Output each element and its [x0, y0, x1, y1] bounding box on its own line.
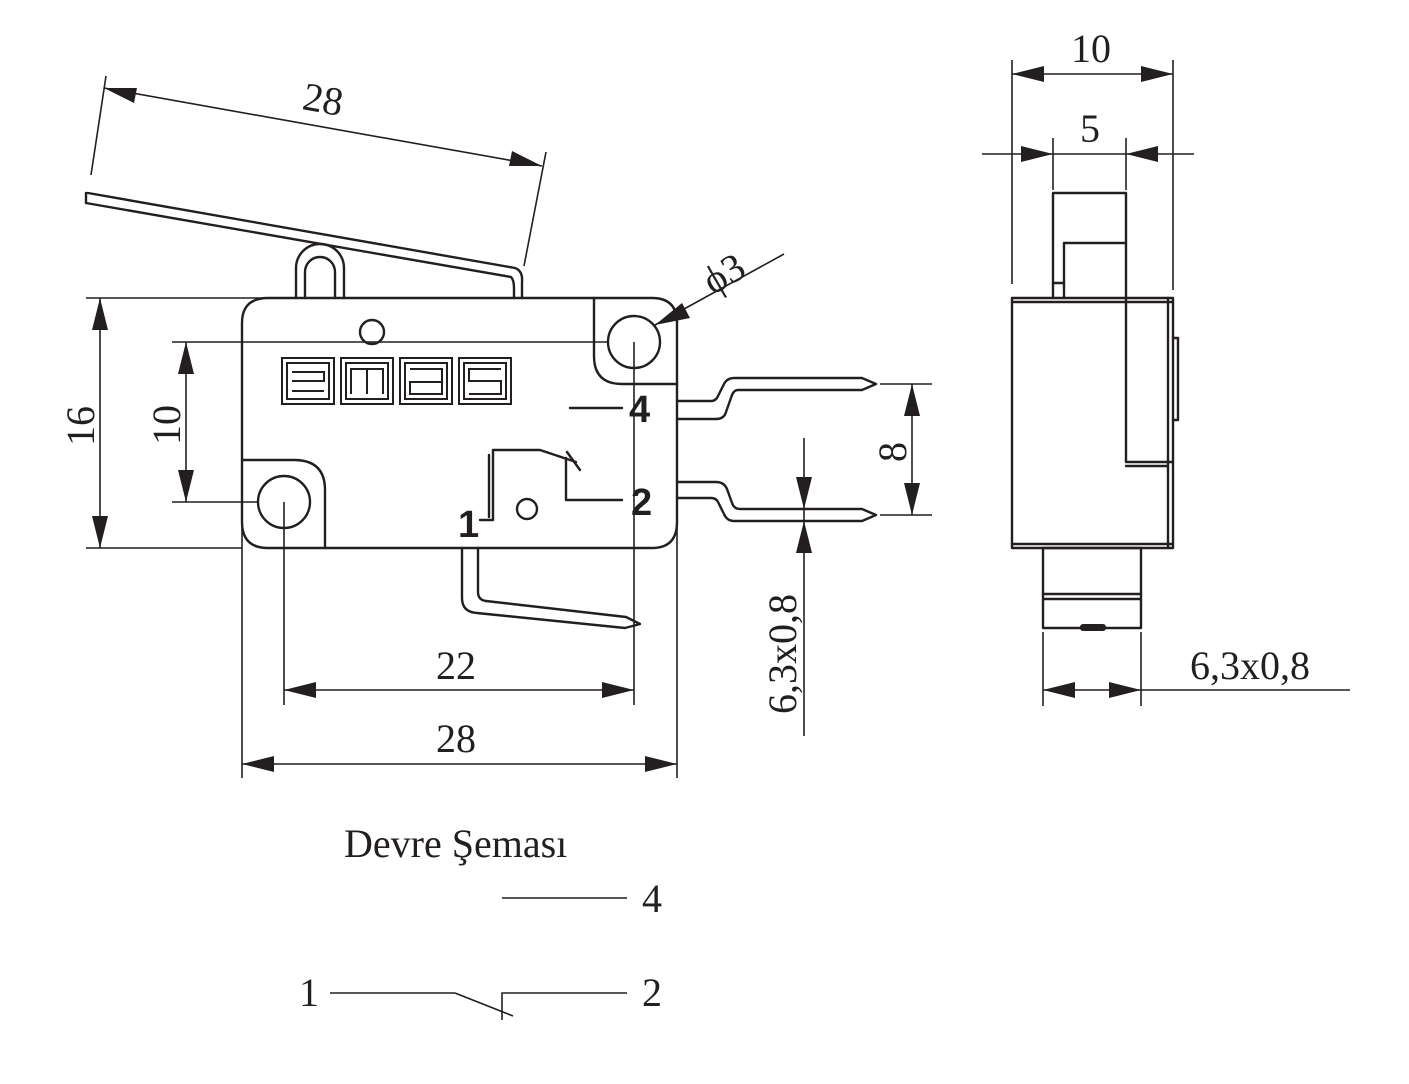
brand-logo: emas [0, 0, 512, 405]
side-body [1010, 296, 1175, 550]
dim-hole-diameter: ϕ3 [695, 244, 753, 304]
circuit-title: Devre Şeması [344, 821, 567, 866]
side-dimensions: 10 5 6,3x0,8 [982, 26, 1350, 706]
top-right-boss [592, 296, 679, 386]
bottom-left-boss [240, 458, 327, 550]
dim-lever-length: 28 [300, 74, 347, 125]
terminal-4-tab [675, 376, 878, 421]
switch-body [240, 296, 679, 550]
dim-hole-spacing-vertical: 10 [144, 405, 189, 445]
circuit-diagram: Devre Şeması 4 1 2 [299, 821, 662, 1020]
dim-body-length: 28 [436, 716, 476, 761]
side-view [1010, 191, 1180, 631]
front-dimensions: 28 16 10 ϕ3 22 28 [58, 74, 932, 778]
dim-height: 16 [58, 406, 103, 446]
dim-side-width: 10 [1071, 26, 1111, 71]
terminal-label-1: 1 [458, 504, 479, 546]
side-terminal [1041, 546, 1143, 630]
dim-hole-spacing-horizontal: 22 [436, 643, 476, 688]
plunger-pin [358, 318, 386, 346]
dim-terminal-size-side: 6,3x0,8 [1190, 643, 1310, 688]
circuit-terminal-1: 1 [299, 970, 319, 1015]
dim-terminal-spacing: 8 [870, 442, 915, 462]
circuit-terminal-2: 2 [642, 970, 662, 1015]
internal-contact-symbol [478, 406, 624, 522]
dim-terminal-size-front: 6,3x0,8 [760, 594, 805, 714]
terminal-2-tab [675, 480, 878, 523]
side-actuator [1051, 191, 1175, 464]
dim-actuator-width: 5 [1080, 106, 1100, 151]
actuator-lever [84, 191, 524, 300]
terminal-label-2: 2 [631, 482, 652, 524]
circuit-terminal-4: 4 [642, 876, 662, 921]
terminal-label-4: 4 [629, 389, 650, 431]
terminal-1-tab [460, 546, 642, 630]
front-view: emas 4 2 1 [0, 0, 878, 630]
brand-logo-text: emas [0, 0, 3, 1]
